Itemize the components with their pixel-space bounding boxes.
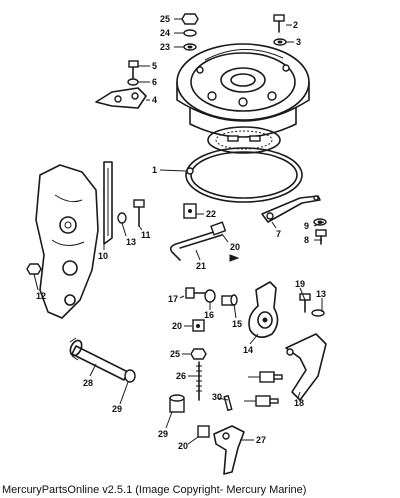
pin-29-upper — [124, 369, 136, 383]
screw-11 — [133, 199, 145, 227]
screw-19 — [299, 293, 311, 313]
screw-2 — [273, 14, 285, 33]
sensor-ring — [207, 126, 281, 154]
callout-24: 24 — [160, 28, 170, 38]
callout-16: 16 — [204, 310, 214, 320]
callout-numbers: 25 24 23 2 3 5 6 4 1 7 8 9 10 11 12 13 2… — [36, 14, 326, 451]
callout-22: 22 — [206, 209, 216, 219]
bushing-29-lower — [169, 394, 185, 413]
callout-7: 7 — [276, 229, 281, 239]
stator-plate — [176, 43, 310, 138]
callout-25-middle: 25 — [170, 349, 180, 359]
screw-5 — [128, 60, 139, 79]
throttle-cam-14 — [248, 281, 279, 338]
callout-21: 21 — [196, 261, 206, 271]
callout-29-lower: 29 — [158, 429, 168, 439]
callout-20-lower: 20 — [178, 441, 188, 451]
callout-26: 26 — [176, 371, 186, 381]
washer-24 — [183, 29, 197, 37]
callout-13-right: 13 — [316, 289, 326, 299]
pin-30 — [223, 394, 233, 412]
callout-2: 2 — [293, 20, 298, 30]
leader-lines — [33, 18, 325, 445]
link-end-20-upper — [210, 221, 227, 236]
callout-5: 5 — [152, 61, 157, 71]
callout-28: 28 — [83, 378, 93, 388]
callout-11: 11 — [141, 230, 151, 240]
bracket-10 — [103, 161, 113, 245]
callout-18: 18 — [294, 398, 304, 408]
direction-arrow — [229, 254, 240, 262]
callout-23: 23 — [160, 42, 170, 52]
callout-10: 10 — [98, 251, 108, 261]
bracket-4 — [95, 87, 147, 109]
washer-16 — [204, 289, 216, 303]
nut-25-top — [181, 13, 199, 25]
callout-8: 8 — [304, 235, 309, 245]
clamp-22 — [183, 203, 197, 219]
throttle-link — [261, 195, 321, 223]
washer-6 — [127, 78, 139, 86]
bracket-18 — [285, 333, 327, 401]
nut-12 — [26, 263, 42, 275]
switch-assembly — [244, 371, 283, 407]
washer-3 — [273, 38, 287, 46]
spacer-15 — [221, 294, 238, 306]
callout-3: 3 — [296, 37, 301, 47]
link-end-20-middle — [192, 319, 205, 332]
washer-9 — [313, 218, 327, 226]
callout-20-middle: 20 — [172, 321, 182, 331]
link-end-20-lower — [197, 425, 210, 438]
callout-15: 15 — [232, 319, 242, 329]
callout-29-upper: 29 — [112, 404, 122, 414]
callout-25: 25 — [160, 14, 170, 24]
nut-25-middle — [190, 348, 207, 360]
callout-20-upper: 20 — [230, 242, 240, 252]
callout-12: 12 — [36, 291, 46, 301]
threaded-rod-26 — [196, 361, 202, 401]
washer-13-right — [311, 309, 325, 317]
shaft-28 — [69, 337, 129, 381]
callout-1: 1 — [152, 165, 157, 175]
retainer-ring — [185, 147, 303, 203]
callout-6: 6 — [152, 77, 157, 87]
screw-8 — [315, 229, 327, 245]
callout-27: 27 — [256, 435, 266, 445]
callout-4: 4 — [152, 95, 157, 105]
rod-21 — [169, 229, 223, 261]
lever-27 — [213, 425, 245, 475]
callout-9: 9 — [304, 221, 309, 231]
callout-17: 17 — [168, 294, 178, 304]
callout-13-left: 13 — [126, 237, 136, 247]
washer-13-left — [117, 212, 127, 224]
engine-block — [35, 164, 99, 319]
callout-14: 14 — [243, 345, 253, 355]
callout-19: 19 — [295, 279, 305, 289]
washer-23 — [183, 43, 197, 51]
callout-30: 30 — [212, 392, 222, 402]
copyright-caption: MercuryPartsOnline v2.5.1 (Image Copyrig… — [2, 484, 307, 496]
